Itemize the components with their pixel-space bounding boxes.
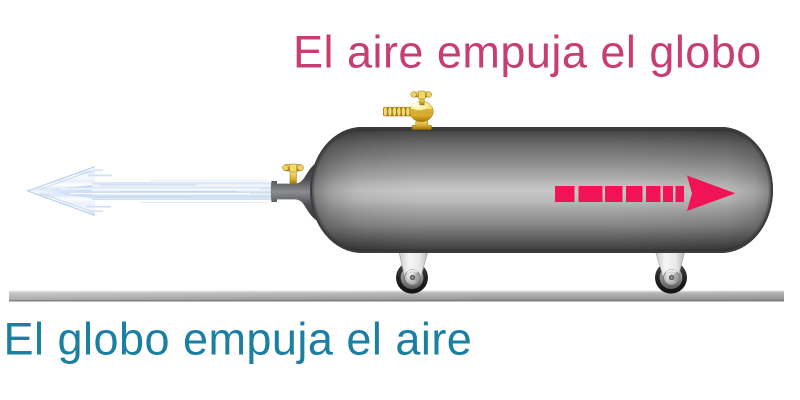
- svg-text:El globo empuja el aire: El globo empuja el aire: [4, 314, 473, 365]
- svg-text:El aire empuja el globo: El aire empuja el globo: [293, 27, 762, 78]
